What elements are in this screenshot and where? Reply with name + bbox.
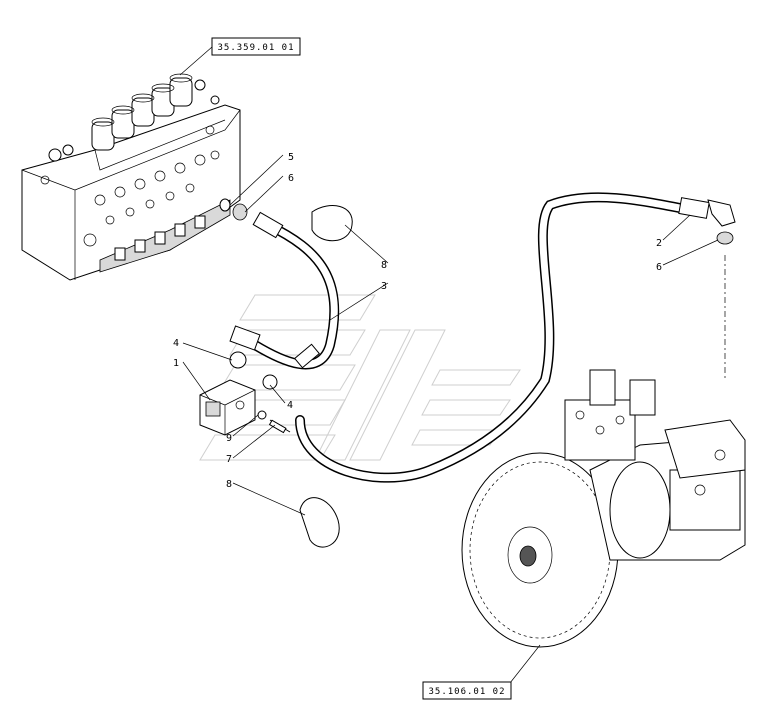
seal-rings xyxy=(219,198,734,245)
ref-box-pump-engine: 35.106.01 02 xyxy=(422,681,512,700)
hose-long xyxy=(295,192,695,483)
callout-9: 9 xyxy=(226,433,232,444)
callout-1: 1 xyxy=(173,358,179,369)
bolt-washer xyxy=(257,410,291,434)
relief-valve-cartridge xyxy=(199,379,256,436)
elbow-fitting xyxy=(229,351,278,390)
control-valve-block xyxy=(21,73,241,281)
hydraulic-pump-assembly xyxy=(461,369,746,648)
callout-5: 5 xyxy=(288,152,294,163)
ref-pump-engine-text: 35.106.01 02 xyxy=(428,687,505,697)
leader-lines xyxy=(179,46,726,684)
callout-4-left: 4 xyxy=(173,338,179,349)
callout-2: 2 xyxy=(656,238,662,249)
hose-fittings xyxy=(229,197,736,369)
callout-4-right: 4 xyxy=(287,400,293,411)
callout-8-bottom: 8 xyxy=(226,479,232,490)
cable-tie xyxy=(299,205,353,548)
callout-8-top: 8 xyxy=(381,260,387,271)
callout-6-right: 6 xyxy=(656,262,662,273)
callout-3: 3 xyxy=(381,281,387,292)
callout-7: 7 xyxy=(226,454,232,465)
callouts: 5 6 2 6 8 3 4 1 4 9 7 8 xyxy=(173,152,662,490)
ref-box-valve-block: 35.359.01 01 xyxy=(211,37,301,56)
callout-6-top: 6 xyxy=(288,173,294,184)
watermark xyxy=(199,294,521,461)
hose-short xyxy=(250,220,340,370)
ref-valve-block-text: 35.359.01 01 xyxy=(217,43,294,53)
